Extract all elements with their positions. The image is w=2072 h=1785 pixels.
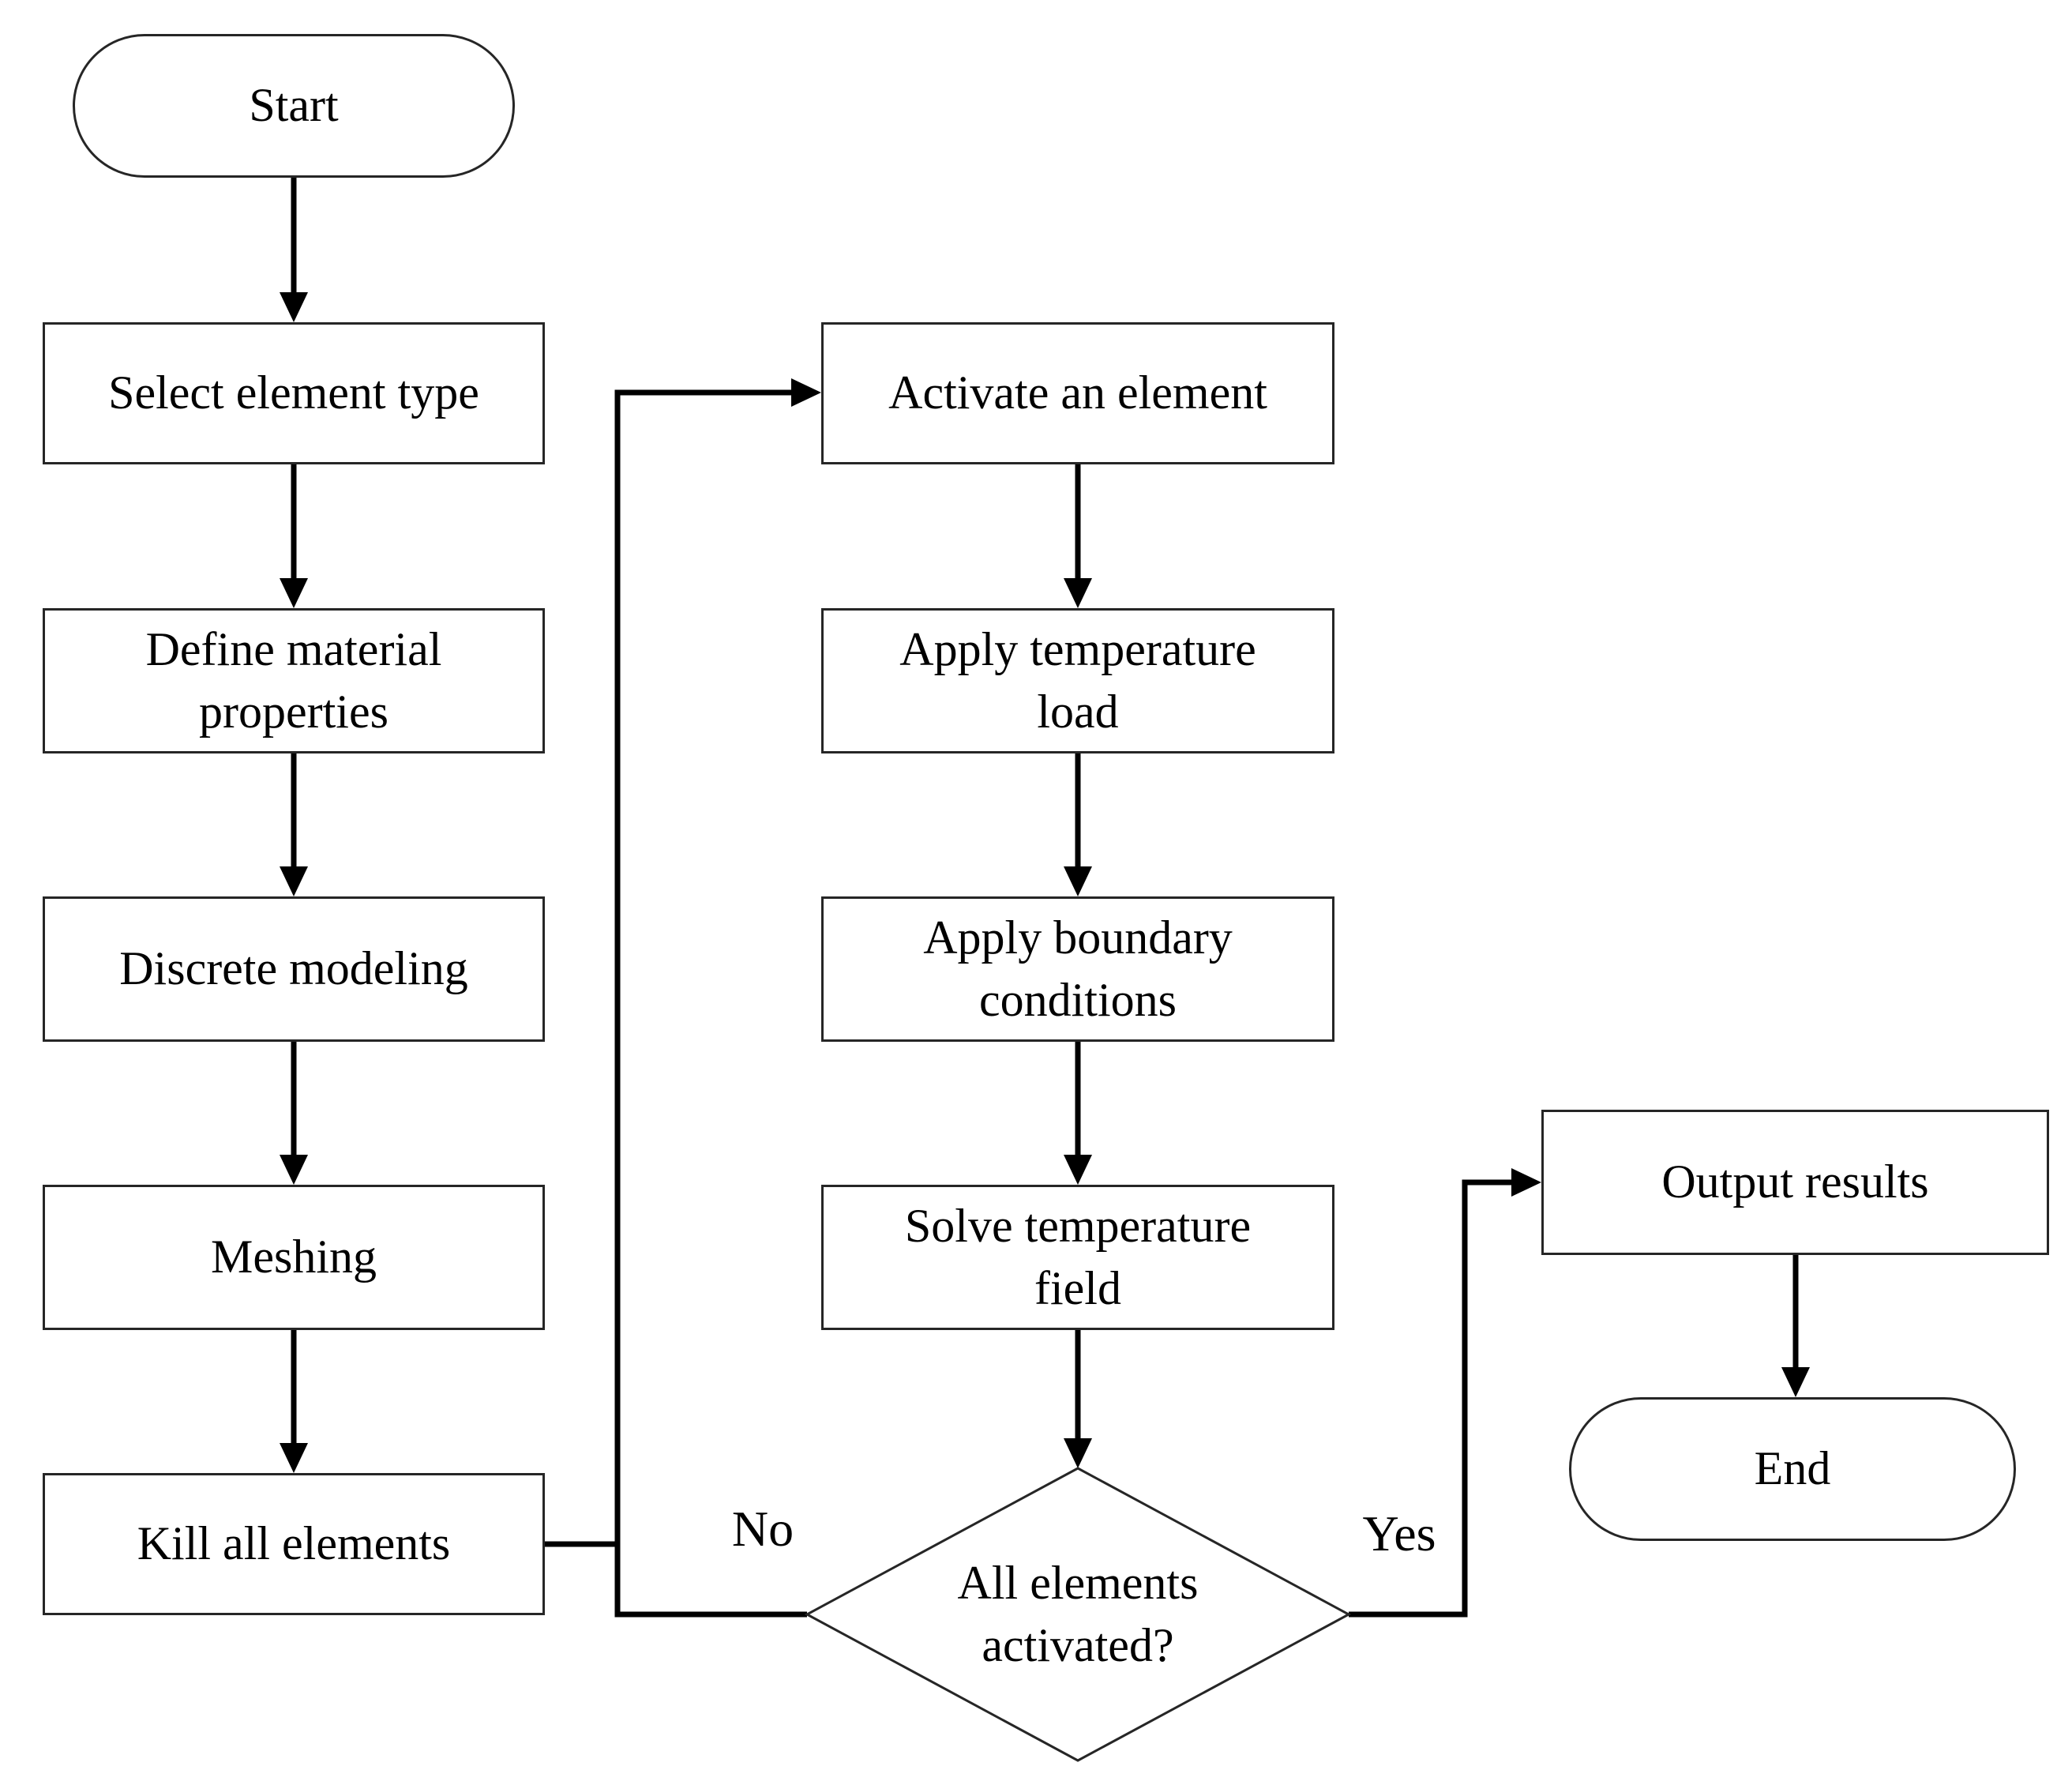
meshing-box: Meshing: [43, 1185, 545, 1330]
apply-temperature-load-box: Apply temperature load: [821, 608, 1334, 753]
decision-diamond-label: All elements activated?: [957, 1556, 1199, 1671]
decision-diamond-shape: [804, 1467, 1352, 1762]
kill-all-elements-box: Kill all elements: [43, 1473, 545, 1615]
arrowhead-applybc: [1064, 866, 1092, 896]
arrowhead-solve: [1064, 1155, 1092, 1185]
arrowhead-activate: [791, 378, 821, 407]
define-material-properties-box: Define material properties: [43, 608, 545, 753]
no-branch-label: No: [731, 1501, 794, 1557]
arrowhead-output: [1511, 1168, 1541, 1197]
select-element-type-box: Select element type: [43, 322, 545, 464]
yes-branch-label: Yes: [1362, 1505, 1436, 1561]
solve-temperature-field-box: Solve temperature field: [821, 1185, 1334, 1330]
arrowhead-define: [280, 578, 308, 608]
start-terminator: Start: [73, 34, 515, 178]
arrowhead-discrete: [280, 866, 308, 896]
activate-an-element-box: Activate an element: [821, 322, 1334, 464]
arrowhead-kill: [280, 1443, 308, 1473]
end-terminator: End: [1569, 1397, 2016, 1541]
arrowhead-applytemp: [1064, 578, 1092, 608]
edge-no-loop: [614, 389, 807, 1618]
edge-yes-branch: [1349, 1179, 1513, 1618]
discrete-modeling-box: Discrete modeling: [43, 896, 545, 1042]
output-results-box: Output results: [1541, 1110, 2049, 1255]
arrowhead-select: [280, 292, 308, 322]
apply-boundary-conditions-box: Apply boundary conditions: [821, 896, 1334, 1042]
arrowhead-end: [1781, 1367, 1810, 1397]
arrowhead-decision: [1064, 1438, 1092, 1468]
arrowhead-meshing: [280, 1155, 308, 1185]
